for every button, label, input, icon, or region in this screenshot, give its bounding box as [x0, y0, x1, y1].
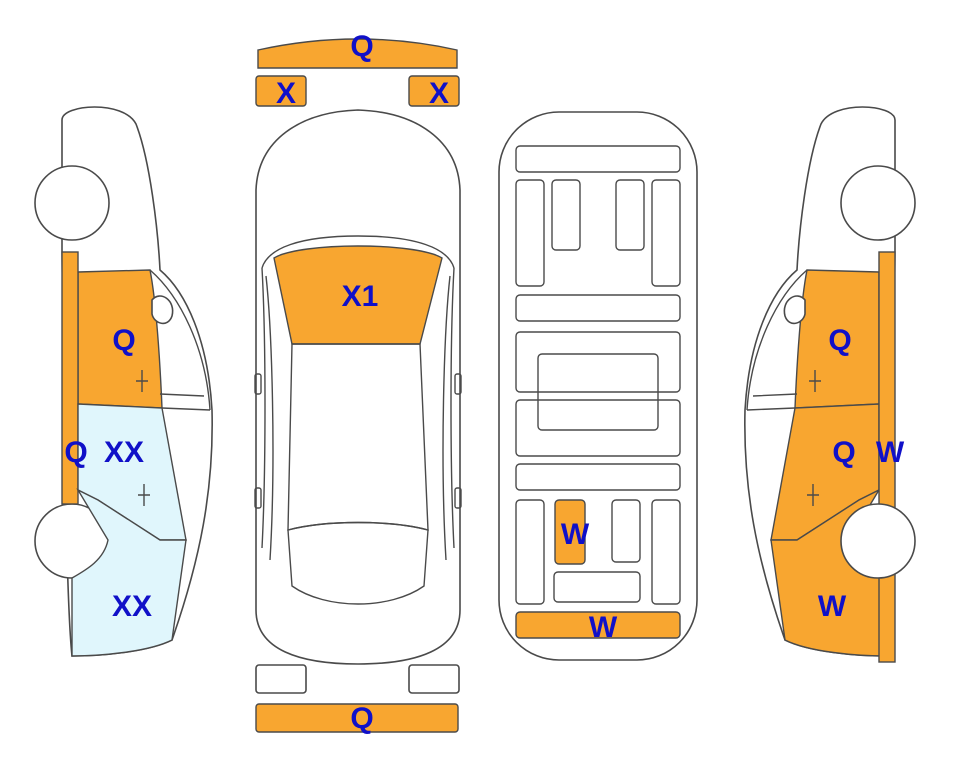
underbody-rear-label: W [589, 611, 618, 644]
left-side-view: Q Q XX XX [34, 106, 213, 657]
left-rear-door-label: XX [104, 436, 144, 469]
front-bumper-label: Q [350, 30, 373, 63]
right-door-handle [807, 370, 821, 506]
front-section: Q X X [255, 30, 460, 110]
right-side-line [442, 267, 455, 561]
right-handle-rear [454, 487, 462, 509]
windshield-panel[interactable] [273, 245, 443, 345]
underbody-cell [551, 179, 581, 251]
right-mirror-shape [783, 295, 806, 325]
left-handle-rear [254, 487, 262, 509]
right-rear-door-label: Q [832, 436, 855, 469]
hood-line [261, 235, 455, 269]
left-side-line [261, 267, 274, 561]
left-door-handle [136, 370, 150, 506]
underbody-rear-panel[interactable] [515, 611, 681, 639]
rear-window [287, 521, 429, 605]
left-rear-quarter-panel[interactable] [71, 488, 187, 657]
underbody-cell [651, 499, 681, 605]
underbody-cell [553, 571, 641, 603]
right-window-line [746, 269, 808, 411]
left-front-door-label: Q [112, 324, 135, 357]
right-front-wheel [840, 165, 916, 241]
underbody-cell [515, 179, 545, 287]
underbody-cell [515, 399, 681, 457]
left-rear-quarter-label: XX [112, 590, 152, 623]
left-headlight-label: X [276, 77, 296, 110]
left-front-wheel [34, 165, 110, 241]
underbody-cell [515, 331, 681, 393]
car-top-view: X1 [254, 109, 462, 665]
underbody-cell [651, 179, 681, 287]
right-headlight-label: X [429, 77, 449, 110]
left-mirror-shape [151, 295, 174, 325]
left-taillight[interactable] [255, 664, 307, 694]
underbody-outline [498, 111, 698, 661]
underbody-cell [515, 463, 681, 491]
car-top-body [255, 109, 461, 665]
underbody-cell [515, 499, 545, 605]
right-front-door-label: Q [828, 324, 851, 357]
right-rear-wheel [840, 503, 916, 579]
underbody-cell [611, 499, 641, 563]
right-pillar-label: W [876, 436, 905, 469]
front-bumper-panel[interactable] [257, 38, 458, 69]
rear-section: Q [255, 664, 460, 735]
right-headlight-panel[interactable] [408, 75, 460, 107]
left-window-line [149, 269, 211, 411]
underbody-part-label: W [561, 518, 590, 551]
right-side-view: Q Q W W [744, 106, 916, 663]
rear-bumper-panel[interactable] [255, 703, 459, 733]
right-mirror [454, 373, 462, 395]
underbody-part-panel[interactable] [554, 499, 586, 565]
underbody-view: W W [498, 111, 698, 661]
left-headlight-panel[interactable] [255, 75, 307, 107]
underbody-cell [537, 353, 659, 431]
rear-bumper-label: Q [350, 702, 373, 735]
underbody-cell [615, 179, 645, 251]
underbody-cell [515, 145, 681, 173]
left-mirror [254, 373, 262, 395]
left-pillar-label: Q [64, 436, 87, 469]
right-taillight[interactable] [408, 664, 460, 694]
underbody-cell [515, 294, 681, 322]
left-pillar-panel[interactable] [61, 251, 79, 505]
right-rear-quarter-label: W [818, 590, 847, 623]
windshield-label: X1 [342, 280, 379, 313]
